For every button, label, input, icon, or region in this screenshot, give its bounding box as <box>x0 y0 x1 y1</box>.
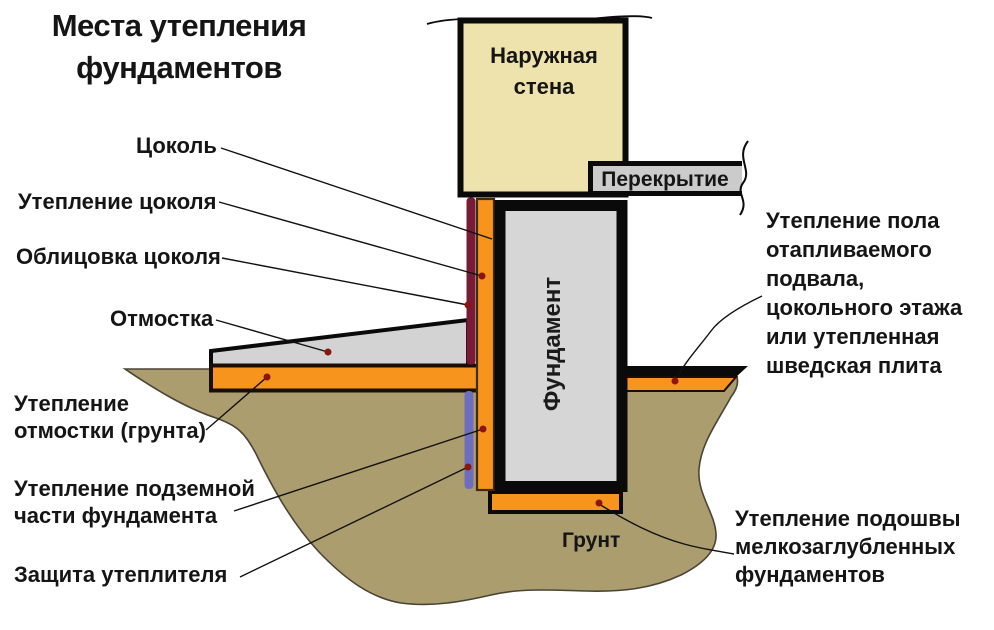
outer-wall-block <box>457 17 629 198</box>
blind-area-insulation-strip <box>209 363 496 393</box>
floor-insulation-strip <box>623 376 739 392</box>
leader-lines <box>205 147 763 578</box>
leader-plinth <box>220 147 493 240</box>
leader-protection <box>239 466 469 578</box>
plinth-facing-strip <box>466 197 476 365</box>
leader-footing-insulation <box>598 503 735 555</box>
foundation-label: Фундамент <box>539 276 566 412</box>
blind-area-shape <box>209 317 470 370</box>
wall-break-line <box>426 15 653 25</box>
diagram-title: Места утепления фундаментов <box>51 8 307 85</box>
soil-label: Грунт <box>562 529 621 552</box>
leader-dot <box>464 463 472 471</box>
leader-dot <box>671 377 679 385</box>
callout-blind-area-insulation: Утепление отмостки (грунта) <box>14 391 206 443</box>
callout-footing-insulation: Утепление подошвы мелкозаглубленных фунд… <box>735 506 961 587</box>
plinth-insulation-strip <box>475 197 496 492</box>
leader-dot <box>464 301 472 309</box>
foundation-block <box>494 200 628 492</box>
leader-blind-area <box>215 319 329 353</box>
leader-dot <box>263 373 271 381</box>
leader-blind-area-insulation <box>205 376 268 431</box>
outer-wall-label: Наружная стена <box>490 43 598 99</box>
leader-dots <box>263 272 679 507</box>
insulation-protection-strip <box>464 391 474 489</box>
callout-plinth: Цоколь <box>136 133 217 158</box>
leader-underground-insulation <box>233 428 484 512</box>
callout-blind-area: Отмостка <box>110 306 214 331</box>
leader-dot <box>478 272 486 280</box>
callout-underground-insulation: Утепление подземной части фундамента <box>14 476 255 528</box>
callout-plinth-facing: Облицовка цоколя <box>16 244 221 269</box>
callout-floor-insulation: Утепление пола отапливаемого подвала, цо… <box>766 208 963 378</box>
callout-insulation-protection: Защита утеплителя <box>14 562 228 587</box>
leader-plinth-facing <box>221 257 469 306</box>
leader-dot <box>324 348 332 356</box>
callout-plinth-insulation: Утепление цоколя <box>18 189 217 214</box>
floor-insulation-top-border <box>624 366 748 377</box>
floor-slab-label: Перекрытие <box>601 168 729 191</box>
floor-slab-break-line <box>739 140 749 216</box>
leader-plinth-insulation <box>218 201 483 277</box>
leader-floor-insulation <box>675 295 763 380</box>
floor-slab-bar <box>588 161 742 196</box>
leader-dot <box>479 425 487 433</box>
leader-dot <box>595 499 603 507</box>
